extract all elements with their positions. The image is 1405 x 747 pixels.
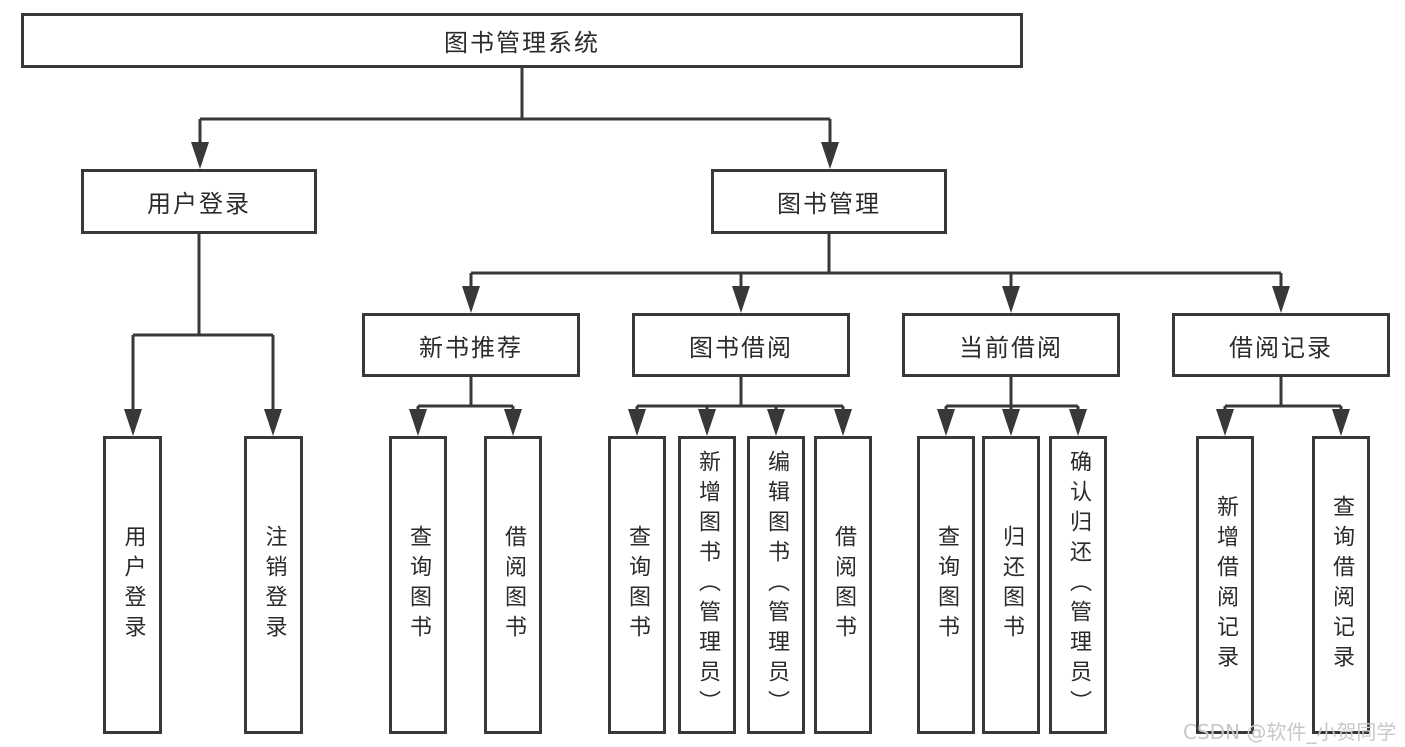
- node-leaf-edit-books-admin: 编辑图书（管理员）: [747, 436, 805, 734]
- arrowhead: [834, 409, 852, 436]
- node-leaf-query-books-current-label: 查询图书: [934, 525, 959, 645]
- arrowhead: [732, 286, 750, 313]
- node-leaf-query-books-current: 查询图书: [917, 436, 975, 734]
- arrowhead: [1002, 409, 1020, 436]
- node-leaf-add-borrow-record: 新增借阅记录: [1196, 436, 1254, 734]
- node-leaf-return-books: 归还图书: [982, 436, 1040, 734]
- node-leaf-add-borrow-record-label: 新增借阅记录: [1213, 495, 1238, 675]
- node-leaf-user-login-label: 用户登录: [120, 525, 146, 645]
- node-leaf-confirm-return-admin: 确认归还（管理员）: [1049, 436, 1107, 734]
- arrowhead: [1332, 409, 1350, 436]
- arrowhead: [698, 409, 716, 436]
- connector-new-book-recommend-split: [409, 377, 522, 436]
- node-leaf-logout: 注销登录: [244, 436, 303, 734]
- connector-book-borrowing-split: [628, 377, 852, 436]
- node-leaf-borrow-books-recommend: 借阅图书: [484, 436, 542, 734]
- connector-current-borrowing-split: [937, 377, 1087, 436]
- arrowhead: [767, 409, 785, 436]
- node-new-book-recommend: 新书推荐: [362, 313, 580, 377]
- arrowhead: [124, 409, 142, 436]
- arrowhead: [1216, 409, 1234, 436]
- arrowhead: [1002, 286, 1020, 313]
- node-leaf-user-login: 用户登录: [103, 436, 162, 734]
- arrowhead: [1069, 409, 1087, 436]
- node-book-management: 图书管理: [711, 169, 947, 234]
- node-leaf-query-books-recommend-label: 查询图书: [406, 525, 431, 645]
- node-leaf-borrow-books-recommend-label: 借阅图书: [501, 525, 526, 645]
- node-user-login: 用户登录: [81, 169, 317, 234]
- node-leaf-edit-books-admin-label: 编辑图书（管理员）: [764, 450, 789, 720]
- node-borrowing-records: 借阅记录: [1172, 313, 1390, 377]
- connector-root-to-level2: [191, 68, 839, 169]
- arrowhead: [409, 409, 427, 436]
- node-leaf-add-books-admin-label: 新增图书（管理员）: [695, 450, 720, 720]
- node-leaf-borrow-books: 借阅图书: [814, 436, 872, 734]
- node-root: 图书管理系统: [21, 13, 1023, 68]
- arrowhead: [1272, 286, 1290, 313]
- arrowhead: [821, 142, 839, 169]
- arrowhead: [462, 286, 480, 313]
- node-leaf-query-borrow-record: 查询借阅记录: [1312, 436, 1370, 734]
- node-leaf-return-books-label: 归还图书: [999, 525, 1024, 645]
- arrowhead: [628, 409, 646, 436]
- node-book-borrowing: 图书借阅: [632, 313, 850, 377]
- csdn-watermark: CSDN @软件_小贺同学: [1183, 720, 1397, 744]
- node-leaf-query-borrow-record-label: 查询借阅记录: [1329, 495, 1354, 675]
- arrowhead: [191, 142, 209, 169]
- connector-user-login-split: [124, 234, 282, 436]
- node-current-borrowing: 当前借阅: [902, 313, 1120, 377]
- node-leaf-confirm-return-admin-label: 确认归还（管理员）: [1066, 450, 1091, 720]
- node-leaf-query-books-borrow-label: 查询图书: [625, 525, 650, 645]
- node-leaf-logout-label: 注销登录: [261, 525, 287, 645]
- node-leaf-borrow-books-label: 借阅图书: [831, 525, 856, 645]
- arrowhead: [937, 409, 955, 436]
- node-leaf-query-books-borrow: 查询图书: [608, 436, 666, 734]
- node-leaf-query-books-recommend: 查询图书: [389, 436, 447, 734]
- arrowhead: [504, 409, 522, 436]
- node-leaf-add-books-admin: 新增图书（管理员）: [678, 436, 736, 734]
- connector-borrowing-records-split: [1216, 377, 1350, 436]
- connector-book-management-split: [462, 234, 1290, 313]
- arrowhead: [264, 409, 282, 436]
